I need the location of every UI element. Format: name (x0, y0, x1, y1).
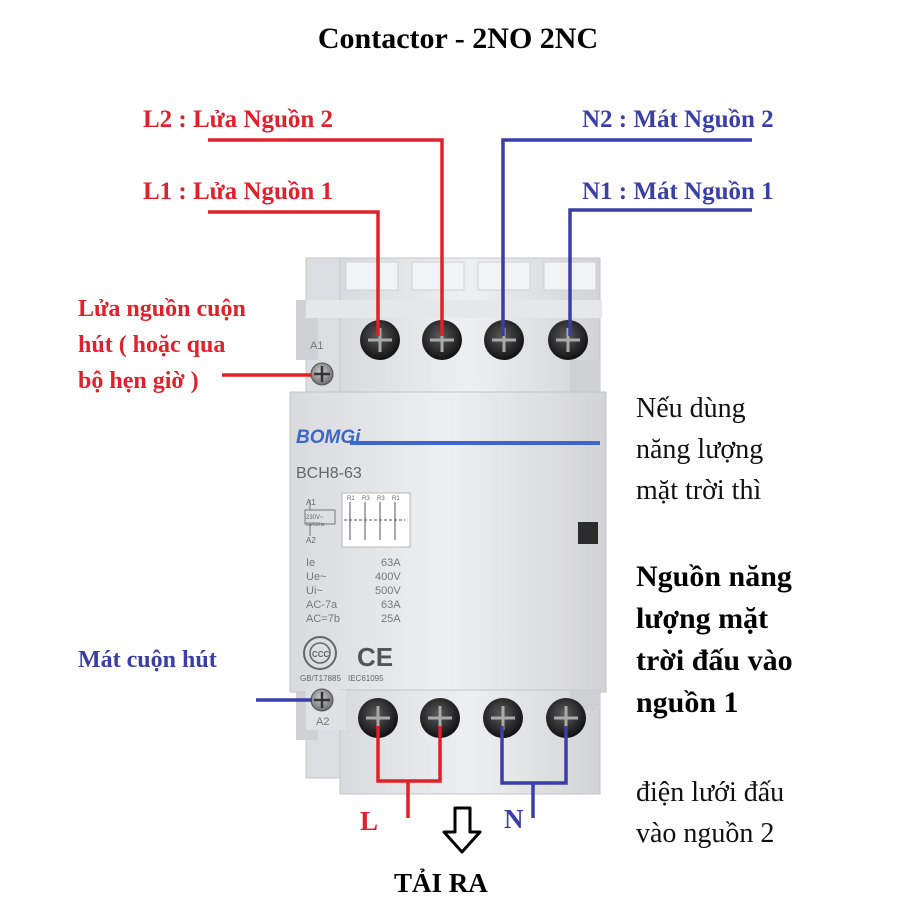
ce-mark: CE (357, 642, 393, 672)
note-grid-line-2: vào nguồn 2 (636, 818, 775, 849)
top-screw-4 (548, 320, 588, 360)
spec-name-ui: Ui~ (306, 585, 323, 597)
note-solar: Nguồn năng lượng mặt trời đấu vào nguồn … (636, 556, 793, 724)
wire-n1 (568, 208, 752, 336)
standard-gb: GB/T17885 (300, 674, 341, 683)
schematic-a2: A2 (306, 536, 316, 545)
schematic-contact-4: R1 (392, 496, 400, 502)
brand-logo: BOMGi (296, 427, 361, 448)
schematic-voltage: 230V~ (306, 515, 324, 521)
accent-stripe (350, 441, 600, 445)
label-coil-live-line-1: Lửa nguồn cuộn (78, 296, 246, 322)
note-solar-line-3: trời đấu vào (636, 644, 793, 677)
label-output-n: N (504, 804, 524, 834)
arrow-down-icon (442, 806, 482, 854)
note-grid-line-1: điện lưới đấu (636, 777, 785, 808)
label-coil-live-line-3: bộ hẹn giờ ) (78, 368, 199, 394)
spec-table: Ie 63A Ue~ 400V Ui~ 500V AC-7a 63A AC=7b… (306, 557, 401, 625)
spec-value-ac7b: 25A (381, 613, 401, 625)
label-output-l: L (360, 806, 379, 836)
label-l1: L1 : Lửa Nguồn 1 (143, 178, 334, 205)
wire-n2 (501, 138, 752, 336)
schematic-a1: A1 (306, 498, 316, 507)
spec-name-ie: Ie (306, 557, 315, 569)
label-coil-neutral: Mát cuộn hút (78, 647, 217, 673)
label-load-out: TẢI RA (394, 868, 488, 898)
note-intro-line-3: mặt trời thì (636, 475, 762, 506)
bottom-screw-2 (420, 698, 460, 738)
ccc-mark-text: CCC (312, 650, 330, 659)
label-coil-live-line-2: hút ( hoặc qua (78, 332, 226, 358)
terminal-a1-label: A1 (310, 340, 323, 352)
spec-value-ue: 400V (375, 571, 401, 583)
note-intro-line-2: năng lượng (636, 434, 764, 465)
note-intro: Nếu dùng năng lượng mặt trời thì (636, 388, 763, 511)
coil-box (304, 509, 336, 525)
standard-iec: IEC61095 (348, 674, 384, 683)
note-grid: điện lưới đấu vào nguồn 2 (636, 772, 784, 854)
note-solar-line-2: lượng mặt (636, 602, 769, 635)
schematic-contact-1: R1 (347, 496, 355, 502)
label-l2: L2 : Lửa Nguồn 2 (143, 106, 334, 133)
diagram-title: Contactor - 2NO 2NC (317, 22, 599, 55)
ccc-mark (303, 636, 337, 670)
note-solar-line-4: nguồn 1 (636, 686, 739, 719)
label-n2: N2 : Mát Nguồn 2 (582, 106, 774, 133)
top-screw-3 (484, 320, 524, 360)
spec-value-ie: 63A (381, 557, 401, 569)
note-solar-line-1: Nguồn năng (636, 560, 792, 593)
spec-name-ac7a: AC-7a (306, 599, 338, 611)
indicator-window (578, 522, 598, 544)
wire-l1 (208, 210, 380, 336)
model-number: BCH8-63 (296, 465, 362, 482)
schematic-contact-3: R3 (377, 496, 385, 502)
label-n1: N1 : Mát Nguồn 1 (582, 178, 774, 205)
schematic-contacts (344, 502, 405, 540)
terminal-a2-label: A2 (316, 716, 329, 728)
a2-screw (310, 688, 334, 712)
a1-screw (310, 362, 334, 386)
spec-name-ue: Ue~ (306, 571, 327, 583)
schematic-frequency: 50/60Hz (306, 522, 325, 528)
schematic-contact-2: R3 (362, 496, 370, 502)
spec-value-ui: 500V (375, 585, 401, 597)
bottom-screw-1 (358, 698, 398, 738)
spec-name-ac7b: AC=7b (306, 613, 340, 625)
wire-l2 (208, 138, 444, 336)
top-screw-1 (360, 320, 400, 360)
note-intro-line-1: Nếu dùng (636, 393, 746, 424)
spec-value-ac7a: 63A (381, 599, 401, 611)
